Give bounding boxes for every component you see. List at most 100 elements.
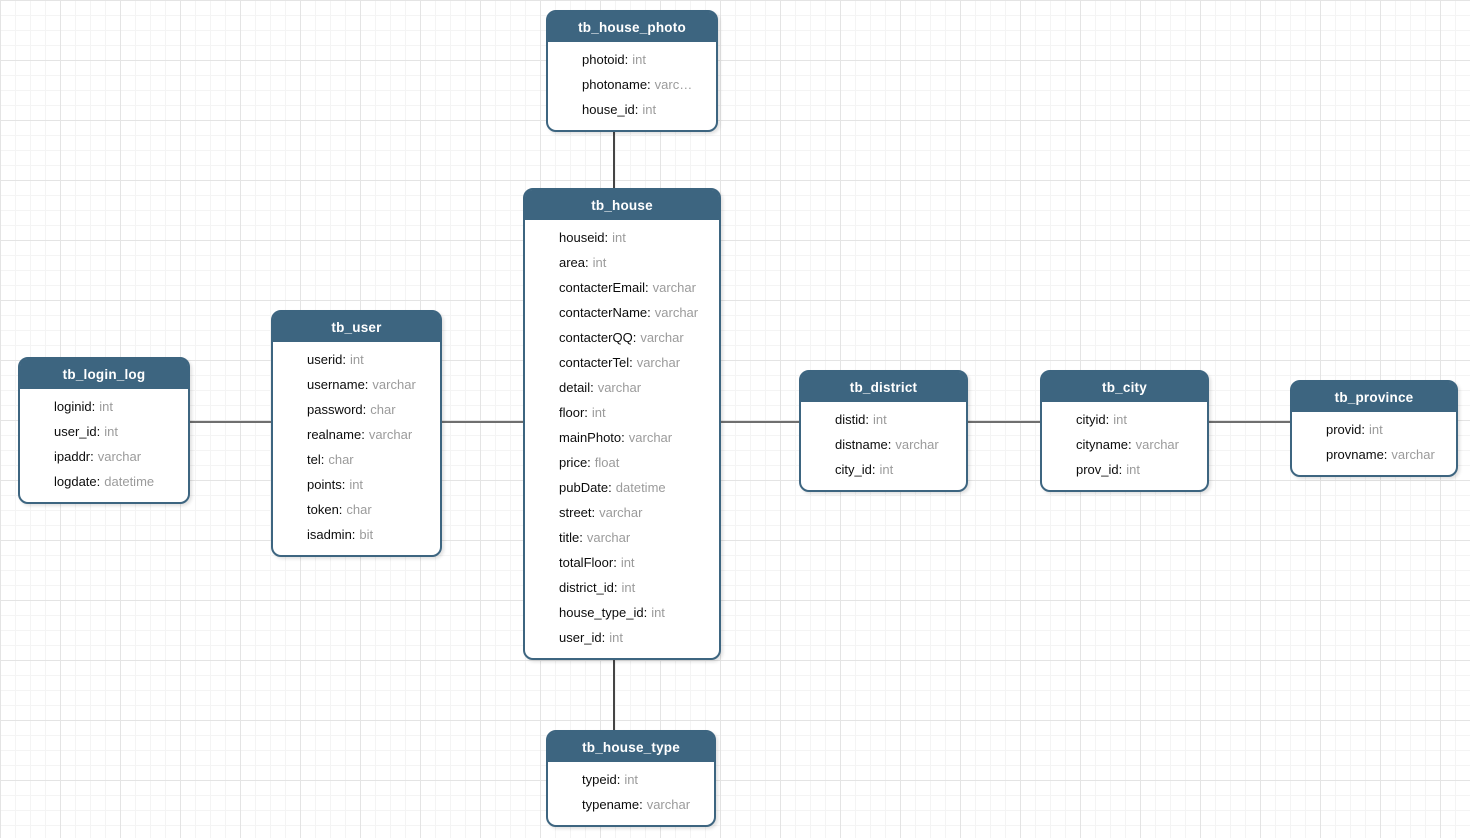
field-name: city_id: (835, 462, 876, 477)
field-type: varchar (654, 305, 699, 320)
field-type: char (346, 502, 372, 517)
entity-title: tb_login_log (20, 359, 188, 389)
field-type: int (624, 772, 639, 787)
field-name: house_id: (582, 102, 639, 117)
field-type: varchar (586, 530, 631, 545)
field-name: title: (559, 530, 583, 545)
field-row: house_id:int (582, 97, 708, 122)
entity-title: tb_user (273, 312, 440, 342)
entity-fields: photoid:int photoname:varc… house_id:int (548, 42, 716, 130)
field-type: int (350, 352, 364, 367)
entity-tb_house_photo[interactable]: tb_house_photo photoid:int photoname:var… (546, 10, 718, 132)
field-name: logdate: (54, 474, 101, 489)
entity-fields: distid:int distname:varchar city_id:int (801, 402, 966, 490)
field-type: int (632, 52, 646, 67)
field-row: realname:varchar (307, 422, 432, 447)
connector-tb_house_photo-tb_house[interactable] (613, 128, 615, 194)
field-row: contacterName:varchar (559, 300, 711, 325)
entity-fields: houseid:int area:int contacterEmail:varc… (525, 220, 719, 658)
field-name: typename: (582, 797, 643, 812)
field-name: realname: (307, 427, 365, 442)
entity-tb_house_type[interactable]: tb_house_type typeid:int typename:varcha… (546, 730, 716, 827)
entity-title: tb_house_type (548, 732, 714, 762)
field-name: cityname: (1076, 437, 1132, 452)
entity-title: tb_district (801, 372, 966, 402)
field-row: tel:char (307, 447, 432, 472)
connector-tb_house-tb_house_type[interactable] (613, 654, 615, 736)
field-row: house_type_id:int (559, 600, 711, 625)
field-row: distname:varchar (835, 432, 958, 457)
field-type: int (99, 399, 113, 414)
entity-tb_login_log[interactable]: tb_login_log loginid:int user_id:int ipa… (18, 357, 190, 504)
entity-tb_house[interactable]: tb_house houseid:int area:int contacterE… (523, 188, 721, 660)
field-name: houseid: (559, 230, 609, 245)
field-type: varc… (654, 77, 693, 92)
field-name: provname: (1326, 447, 1388, 462)
field-type: int (1369, 422, 1383, 437)
field-row: logdate:datetime (54, 469, 180, 494)
field-row: prov_id:int (1076, 457, 1199, 482)
connector-tb_login_log-tb_user[interactable] (184, 421, 277, 423)
field-row: district_id:int (559, 575, 711, 600)
field-type: int (621, 580, 636, 595)
field-type: int (1113, 412, 1127, 427)
field-name: loginid: (54, 399, 96, 414)
field-type: varchar (652, 280, 696, 295)
entity-tb_district[interactable]: tb_district distid:int distname:varchar … (799, 370, 968, 492)
field-row: contacterEmail:varchar (559, 275, 711, 300)
field-name: password: (307, 402, 367, 417)
field-row: ipaddr:varchar (54, 444, 180, 469)
field-name: floor: (559, 405, 588, 420)
field-name: contacterEmail: (559, 280, 649, 295)
field-row: provid:int (1326, 417, 1448, 442)
entity-title: tb_province (1292, 382, 1456, 412)
field-row: user_id:int (54, 419, 180, 444)
connector-tb_district-tb_city[interactable] (962, 421, 1046, 423)
field-type: varchar (646, 797, 691, 812)
entity-fields: typeid:int typename:varchar (548, 762, 714, 825)
field-type: float (594, 455, 620, 470)
field-row: photoname:varc… (582, 72, 708, 97)
entity-fields: cityid:int cityname:varchar prov_id:int (1042, 402, 1207, 490)
field-type: char (370, 402, 396, 417)
field-row: photoid:int (582, 47, 708, 72)
field-type: int (591, 405, 606, 420)
field-name: contacterTel: (559, 355, 633, 370)
connector-tb_city-tb_province[interactable] (1203, 421, 1296, 423)
field-name: district_id: (559, 580, 618, 595)
field-type: int (104, 424, 118, 439)
field-type: varchar (640, 330, 684, 345)
field-type: varchar (597, 380, 642, 395)
connector-tb_user-tb_house[interactable] (436, 421, 529, 423)
field-row: typename:varchar (582, 792, 706, 817)
field-row: cityid:int (1076, 407, 1199, 432)
field-name: tel: (307, 452, 325, 467)
field-name: detail: (559, 380, 594, 395)
field-row: username:varchar (307, 372, 432, 397)
connector-tb_house-tb_district[interactable] (715, 421, 805, 423)
field-type: varchar (1391, 447, 1435, 462)
field-row: totalFloor:int (559, 550, 711, 575)
field-name: totalFloor: (559, 555, 617, 570)
entity-title: tb_house_photo (548, 12, 716, 42)
field-row: password:char (307, 397, 432, 422)
field-row: cityname:varchar (1076, 432, 1199, 457)
field-name: distid: (835, 412, 869, 427)
field-type: int (349, 477, 364, 492)
field-type: int (651, 605, 665, 620)
field-name: typeid: (582, 772, 621, 787)
field-name: userid: (307, 352, 347, 367)
field-type: int (872, 412, 887, 427)
entity-tb_city[interactable]: tb_city cityid:int cityname:varchar prov… (1040, 370, 1209, 492)
field-type: varchar (636, 355, 681, 370)
field-row: user_id:int (559, 625, 711, 650)
field-type: char (328, 452, 354, 467)
field-type: datetime (615, 480, 666, 495)
entity-fields: userid:int username:varchar password:cha… (273, 342, 440, 555)
entity-tb_user[interactable]: tb_user userid:int username:varchar pass… (271, 310, 442, 557)
entity-tb_province[interactable]: tb_province provid:int provname:varchar (1290, 380, 1458, 477)
field-row: street:varchar (559, 500, 711, 525)
field-type: int (609, 630, 623, 645)
entity-title: tb_house (525, 190, 719, 220)
